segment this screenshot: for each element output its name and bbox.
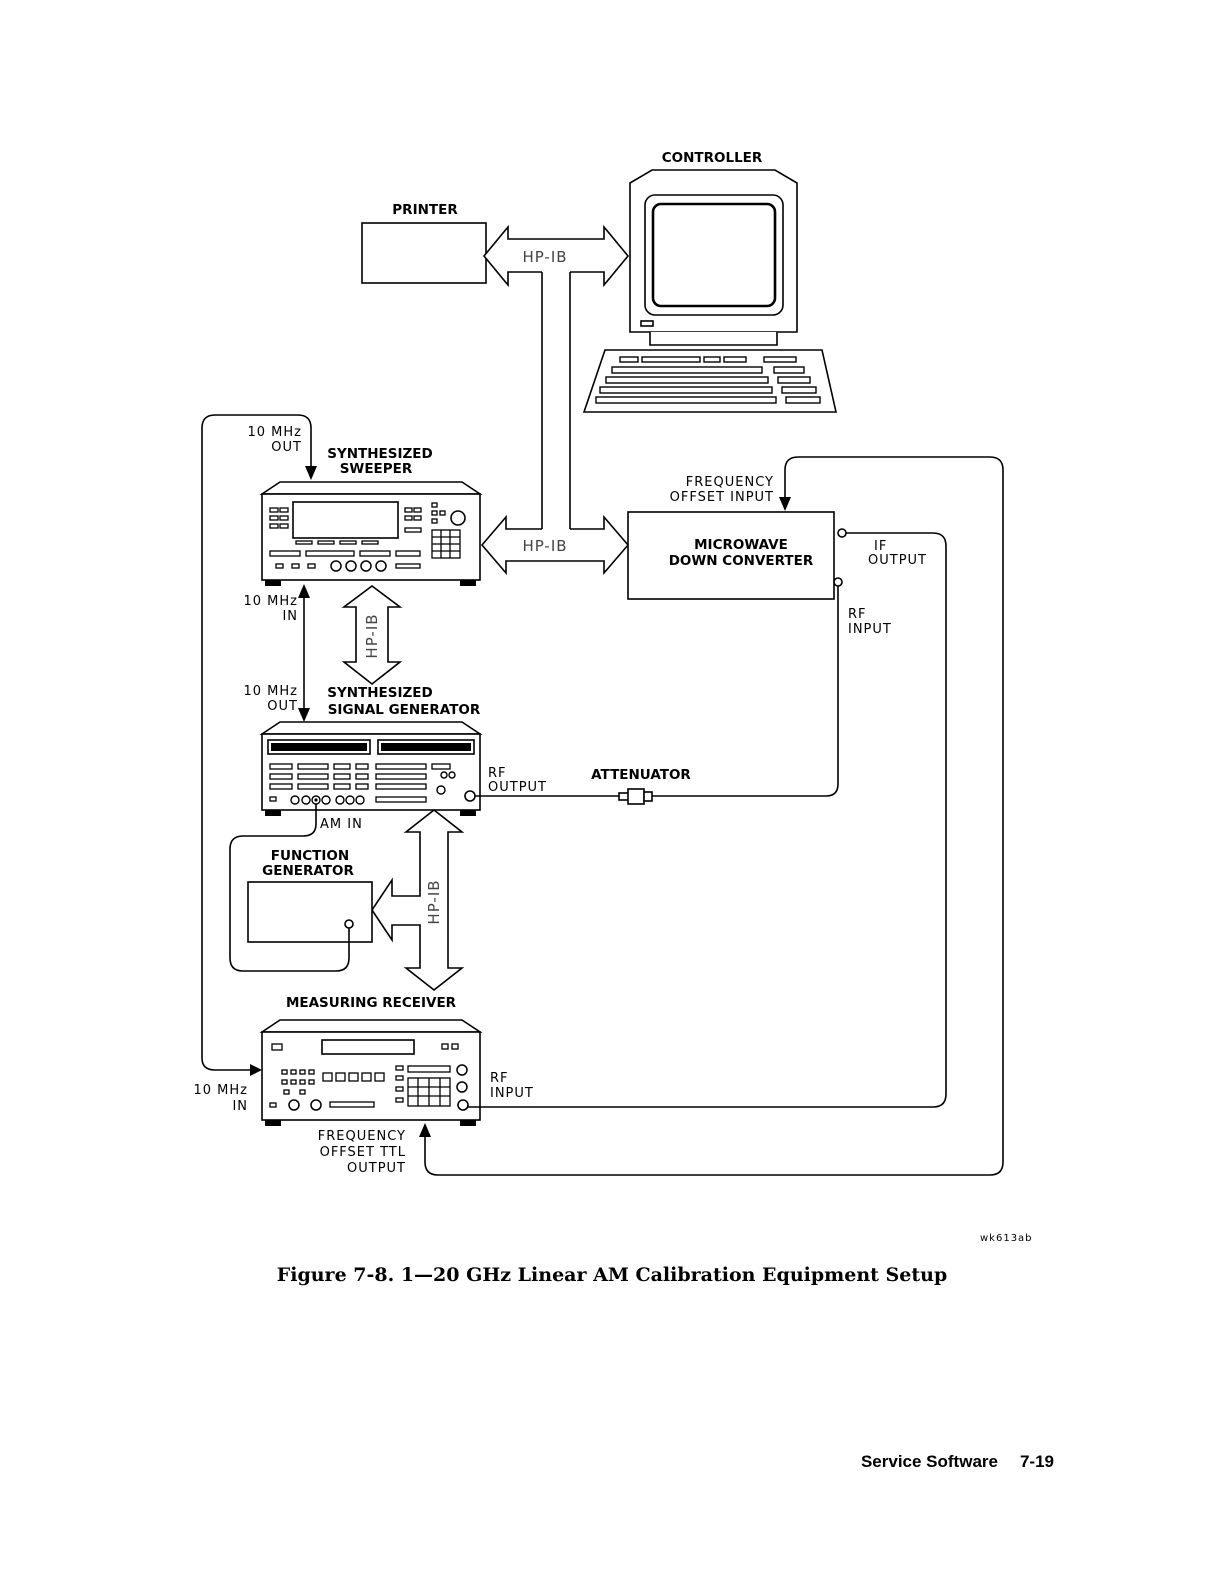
controller: CONTROLLER: [582, 150, 838, 413]
siggen-am-in-label: AM IN: [320, 817, 363, 832]
sweeper-label-2: SWEEPER: [340, 461, 413, 477]
hpib-label-sweeper-siggen: HP-IB: [363, 613, 381, 658]
figure-code: wk613ab: [980, 1233, 1033, 1244]
controller-label: CONTROLLER: [662, 150, 763, 166]
port-labels: 10 MHz OUT 10 MHz IN 10 MHz OUT RF OUTPU…: [194, 425, 927, 1176]
funcgen-box: [247, 881, 373, 943]
converter-fo-input-label-1: FREQUENCY: [686, 475, 774, 490]
figure-caption: Figure 7-8. 1—20 GHz Linear AM Calibrati…: [276, 1264, 948, 1286]
hpib-label-top: HP-IB: [522, 248, 567, 266]
printer-label: PRINTER: [392, 202, 458, 218]
converter-if-output-label-2: OUTPUT: [868, 553, 927, 568]
siggen-rf-output-label-2: OUTPUT: [488, 780, 547, 795]
funcgen-label-2: GENERATOR: [262, 863, 354, 879]
attenuator: ATTENUATOR: [591, 767, 691, 805]
microwave-down-converter: MICROWAVE DOWN CONVERTER: [627, 511, 847, 600]
sweeper-10mhz-out-label-1: 10 MHz: [248, 425, 303, 440]
converter-label-1: MICROWAVE: [694, 537, 788, 553]
synthesized-signal-generator: SYNTHESIZED SIGNAL GENERATOR: [259, 685, 483, 816]
printer-box: [361, 222, 487, 284]
receiver-fo-output-label-2: OFFSET TTL: [320, 1145, 406, 1160]
converter-rf-input-label-2: INPUT: [848, 622, 892, 637]
converter-if-output-label-1: IF: [874, 539, 887, 554]
measuring-receiver: MEASURING RECEIVER: [259, 995, 483, 1126]
siggen-rf-output-label-1: RF: [488, 766, 507, 781]
cables: [201, 414, 1004, 1176]
attenuator-icon: [618, 788, 653, 805]
synthesized-sweeper: SYNTHESIZED SWEEPER: [259, 446, 483, 586]
siggen-10mhz-out-label-2: OUT: [267, 699, 298, 714]
sweeper-10mhz-out-label-2: OUT: [271, 440, 302, 455]
sweeper-10mhz-in-label-1: 10 MHz: [244, 594, 299, 609]
receiver-rf-input-label-2: INPUT: [490, 1086, 534, 1101]
siggen-label-2: SIGNAL GENERATOR: [328, 702, 481, 718]
hpib-label-siggen-receiver: HP-IB: [425, 879, 443, 924]
receiver-10mhz-in-label-1: 10 MHz: [194, 1083, 249, 1098]
receiver-label: MEASURING RECEIVER: [286, 995, 457, 1011]
siggen-label-1: SYNTHESIZED: [327, 685, 433, 701]
receiver-10mhz-in-label-2: IN: [232, 1099, 248, 1114]
converter-fo-input-label-2: OFFSET INPUT: [670, 490, 774, 505]
funcgen-label-1: FUNCTION: [271, 848, 349, 864]
footer-page-number: 7-19: [1019, 1452, 1054, 1471]
converter-label-2: DOWN CONVERTER: [669, 553, 814, 569]
sweeper-10mhz-in-label-2: IN: [282, 609, 298, 624]
printer: PRINTER: [361, 202, 487, 284]
receiver-rf-input-label-1: RF: [490, 1071, 509, 1086]
receiver-fo-output-label-1: FREQUENCY: [318, 1129, 406, 1144]
page-footer: Service Software 7-19: [839, 1452, 1054, 1472]
function-generator: FUNCTION GENERATOR: [247, 848, 373, 943]
receiver-fo-output-label-3: OUTPUT: [347, 1161, 406, 1176]
hpib-label-middle: HP-IB: [522, 537, 567, 555]
footer-section: Service Software: [860, 1452, 998, 1471]
hpib-bus: HP-IB HP-IB HP-IB HP-IB: [341, 224, 630, 992]
sweeper-label-1: SYNTHESIZED: [327, 446, 433, 462]
attenuator-label: ATTENUATOR: [591, 767, 691, 783]
siggen-10mhz-out-label-1: 10 MHz: [244, 684, 299, 699]
converter-box: [627, 511, 835, 600]
converter-rf-input-label-1: RF: [848, 607, 867, 622]
